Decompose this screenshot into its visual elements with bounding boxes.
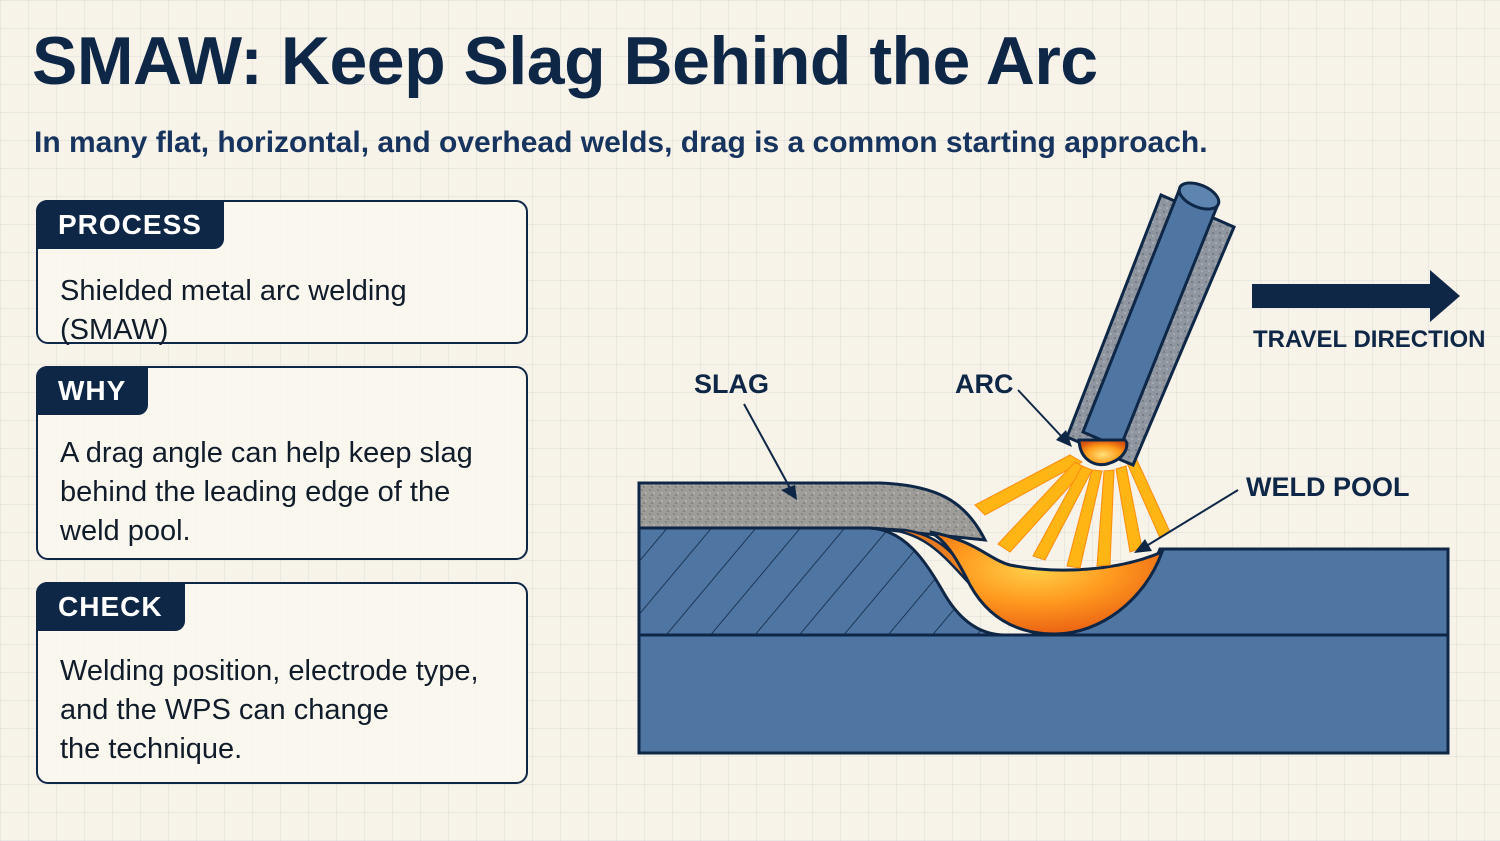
page-subtitle: In many flat, horizontal, and overhead w… bbox=[34, 126, 1208, 159]
arc-label: ARC bbox=[955, 369, 1014, 399]
arc-leader-arrowhead bbox=[1056, 430, 1072, 447]
weld-pool-leader-arrowhead bbox=[1134, 539, 1152, 553]
why-card-tag: WHY bbox=[36, 366, 149, 415]
travel-direction-label: TRAVEL DIRECTION bbox=[1253, 326, 1485, 353]
base-metal-lower bbox=[637, 633, 1450, 755]
travel-direction-arrow bbox=[1252, 270, 1460, 322]
slag-leader-line bbox=[743, 403, 791, 489]
check-card: CHECK Welding position, electrode type, … bbox=[36, 582, 528, 784]
page-title: SMAW: Keep Slag Behind the Arc bbox=[32, 23, 1098, 99]
process-card: PROCESS Shielded metal arc welding (SMAW… bbox=[36, 200, 528, 346]
why-card-line: A drag angle can help keep slag bbox=[60, 437, 473, 469]
weld-pool bbox=[929, 530, 1165, 636]
slag-label: SLAG bbox=[694, 369, 769, 399]
weld-pool-label: WELD POOL bbox=[1246, 472, 1410, 502]
check-card-tag: CHECK bbox=[36, 582, 185, 631]
why-card-body: A drag angle can help keep slag behind t… bbox=[60, 434, 510, 551]
process-card-body: Shielded metal arc welding (SMAW) bbox=[60, 272, 510, 350]
check-card-body: Welding position, electrode type, and th… bbox=[60, 652, 510, 769]
arc-leader-line bbox=[1017, 389, 1063, 438]
why-card-line: behind the leading edge of the bbox=[60, 476, 451, 508]
check-card-line: Welding position, electrode type, bbox=[60, 655, 479, 687]
slag-leader-arrowhead bbox=[781, 485, 797, 500]
weld-pool-leader-line bbox=[1147, 489, 1239, 546]
slag-layer bbox=[637, 481, 988, 542]
process-card-line: Shielded metal arc welding (SMAW) bbox=[60, 275, 407, 346]
weld-bead-hatched bbox=[637, 526, 1006, 637]
electrode bbox=[1065, 181, 1236, 467]
check-card-line: the technique. bbox=[60, 733, 243, 765]
process-card-tag: PROCESS bbox=[36, 200, 224, 249]
why-card-line: weld pool. bbox=[60, 515, 191, 547]
arc-rays bbox=[974, 454, 1171, 569]
why-card: WHY A drag angle can help keep slag behi… bbox=[36, 366, 528, 560]
check-card-line: and the WPS can change bbox=[60, 694, 389, 726]
